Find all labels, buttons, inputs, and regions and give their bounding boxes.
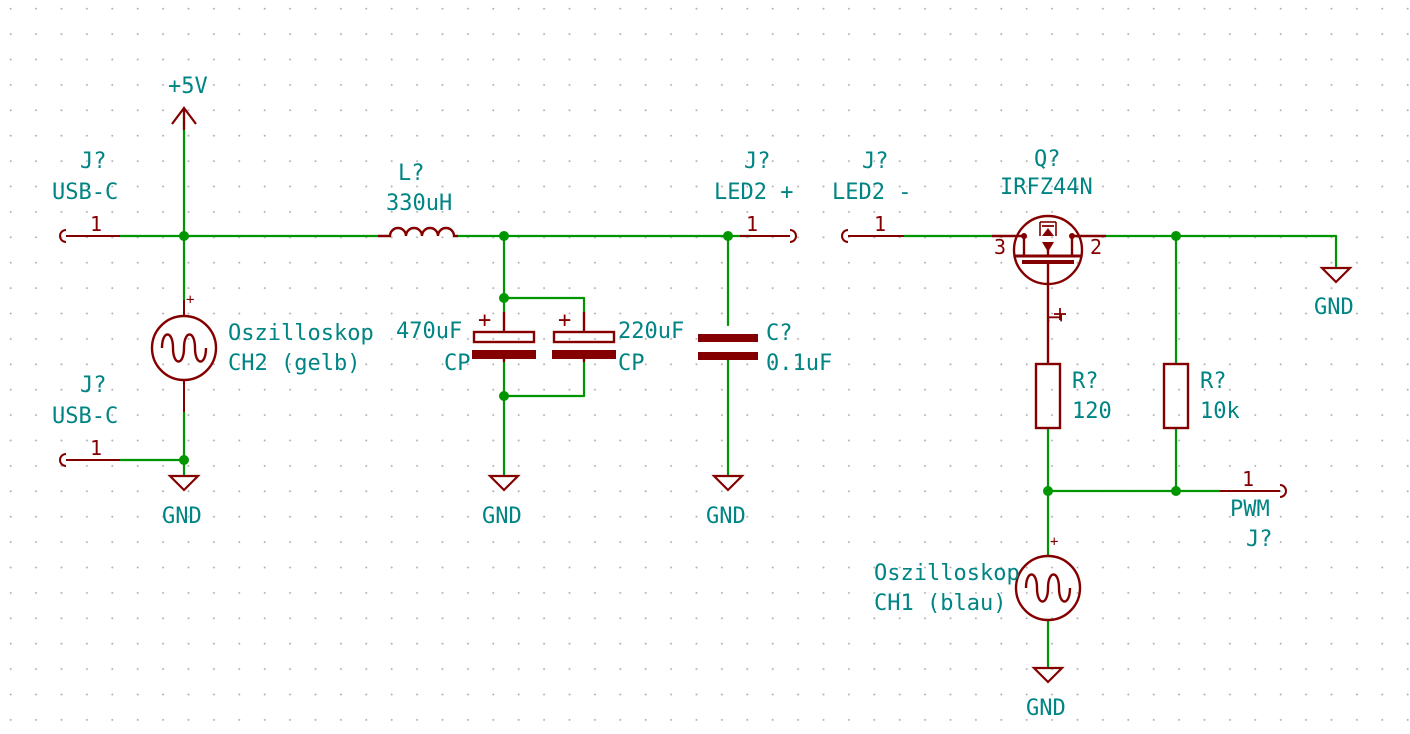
junction-dot <box>1171 231 1181 241</box>
junctions <box>179 231 1181 496</box>
usb-gnd-value: USB-C <box>52 404 118 429</box>
usb-vbus-pin: 1 <box>90 212 102 236</box>
scope-ch1-line1: Oszilloskop <box>874 561 1020 586</box>
pwm-connector[interactable]: 1 PWM J? <box>1220 467 1288 552</box>
junction-dot <box>723 231 733 241</box>
usb-gnd-pin: 1 <box>90 436 102 460</box>
resistor-10k[interactable]: R? 10k <box>1162 362 1240 430</box>
cap-470-ref: CP <box>444 351 471 376</box>
gnd-symbol-ch1[interactable]: GND <box>1026 666 1066 721</box>
mosfet-ref: Q? <box>1034 147 1061 172</box>
junction-dot <box>179 455 189 465</box>
led-minus-ref: J? <box>862 149 889 174</box>
plus-sign: + <box>478 308 491 333</box>
mosfet-pin-gate: 1 <box>1043 312 1067 324</box>
usb-gnd-ref: J? <box>80 373 107 398</box>
usb-gnd-connector[interactable]: J? USB-C 1 <box>52 373 120 467</box>
junction-dot <box>1043 486 1053 496</box>
mosfet-pin-drain: 3 <box>994 235 1006 259</box>
led-plus-ref: J? <box>744 149 771 174</box>
scope-ch2-line1: Oszilloskop <box>228 321 374 346</box>
scope-ch2-line2: CH2 (gelb) <box>228 351 360 376</box>
inductor-l[interactable]: L? 330uH <box>378 161 458 238</box>
gnd-symbol-source[interactable]: GND <box>1314 266 1354 320</box>
inductor-ref: L? <box>398 161 425 186</box>
usb-vbus-value: USB-C <box>52 180 118 205</box>
scope-ch1-symbol[interactable]: + Oszilloskop CH1 (blau) <box>874 534 1082 622</box>
led-plus-connector[interactable]: J? LED2 + 1 <box>714 149 798 243</box>
gnd-symbol-ch2[interactable]: GND <box>162 474 202 529</box>
led-minus-pin: 1 <box>874 212 886 236</box>
polarized-cap-470uf[interactable]: + 470uF CP <box>396 308 536 376</box>
cap-220-value: 220uF <box>618 319 684 344</box>
led-plus-pin: 1 <box>746 212 758 236</box>
led-minus-connector[interactable]: J? LED2 - 1 <box>832 149 911 243</box>
scope-ch2-polarity: + <box>186 292 194 308</box>
gnd-label: GND <box>1026 696 1066 721</box>
r-pulldown-ref: R? <box>1200 369 1227 394</box>
inductor-value: 330uH <box>386 191 452 216</box>
pwm-pin: 1 <box>1242 467 1254 491</box>
capacitor-0-1uf[interactable]: C? 0.1uF <box>698 321 832 376</box>
vcc-label: +5V <box>168 74 208 99</box>
plus-sign: + <box>558 308 571 333</box>
mosfet-value: IRFZ44N <box>1000 175 1093 200</box>
r-gate-ref: R? <box>1072 369 1099 394</box>
pwm-ref: J? <box>1246 527 1273 552</box>
led-minus-value: LED2 - <box>832 180 911 205</box>
r-pulldown-value: 10k <box>1200 399 1240 424</box>
junction-dot <box>179 231 189 241</box>
gnd-label: GND <box>162 504 202 529</box>
junction-dot <box>1171 486 1181 496</box>
usb-vbus-connector[interactable]: J? USB-C 1 <box>52 149 120 243</box>
r-gate-value: 120 <box>1072 399 1112 424</box>
resistor-120[interactable]: R? 120 <box>1034 314 1112 430</box>
polarized-cap-220uf[interactable]: + 220uF CP <box>552 308 684 376</box>
scope-ch1-polarity: + <box>1050 534 1058 550</box>
cap-220-ref: CP <box>618 351 645 376</box>
scope-ch2-symbol[interactable]: + Oszilloskop CH2 (gelb) <box>150 292 374 412</box>
usb-vbus-ref: J? <box>80 149 107 174</box>
junction-dot <box>499 391 509 401</box>
gnd-symbol-cap01[interactable]: GND <box>706 474 746 529</box>
vcc-power-symbol[interactable]: +5V <box>168 74 208 130</box>
gnd-label: GND <box>706 504 746 529</box>
pwm-value: PWM <box>1230 497 1270 522</box>
gnd-symbol-caps[interactable]: GND <box>482 474 522 529</box>
junction-dot <box>499 293 509 303</box>
cap-01-ref: C? <box>766 321 793 346</box>
cap-470-value: 470uF <box>396 319 462 344</box>
led-plus-value: LED2 + <box>714 180 793 205</box>
gnd-label: GND <box>1314 295 1354 320</box>
mosfet-pin-source: 2 <box>1090 235 1102 259</box>
scope-ch1-line2: CH1 (blau) <box>874 591 1006 616</box>
cap-01-value: 0.1uF <box>766 351 832 376</box>
junction-dot <box>499 231 509 241</box>
gnd-label: GND <box>482 504 522 529</box>
